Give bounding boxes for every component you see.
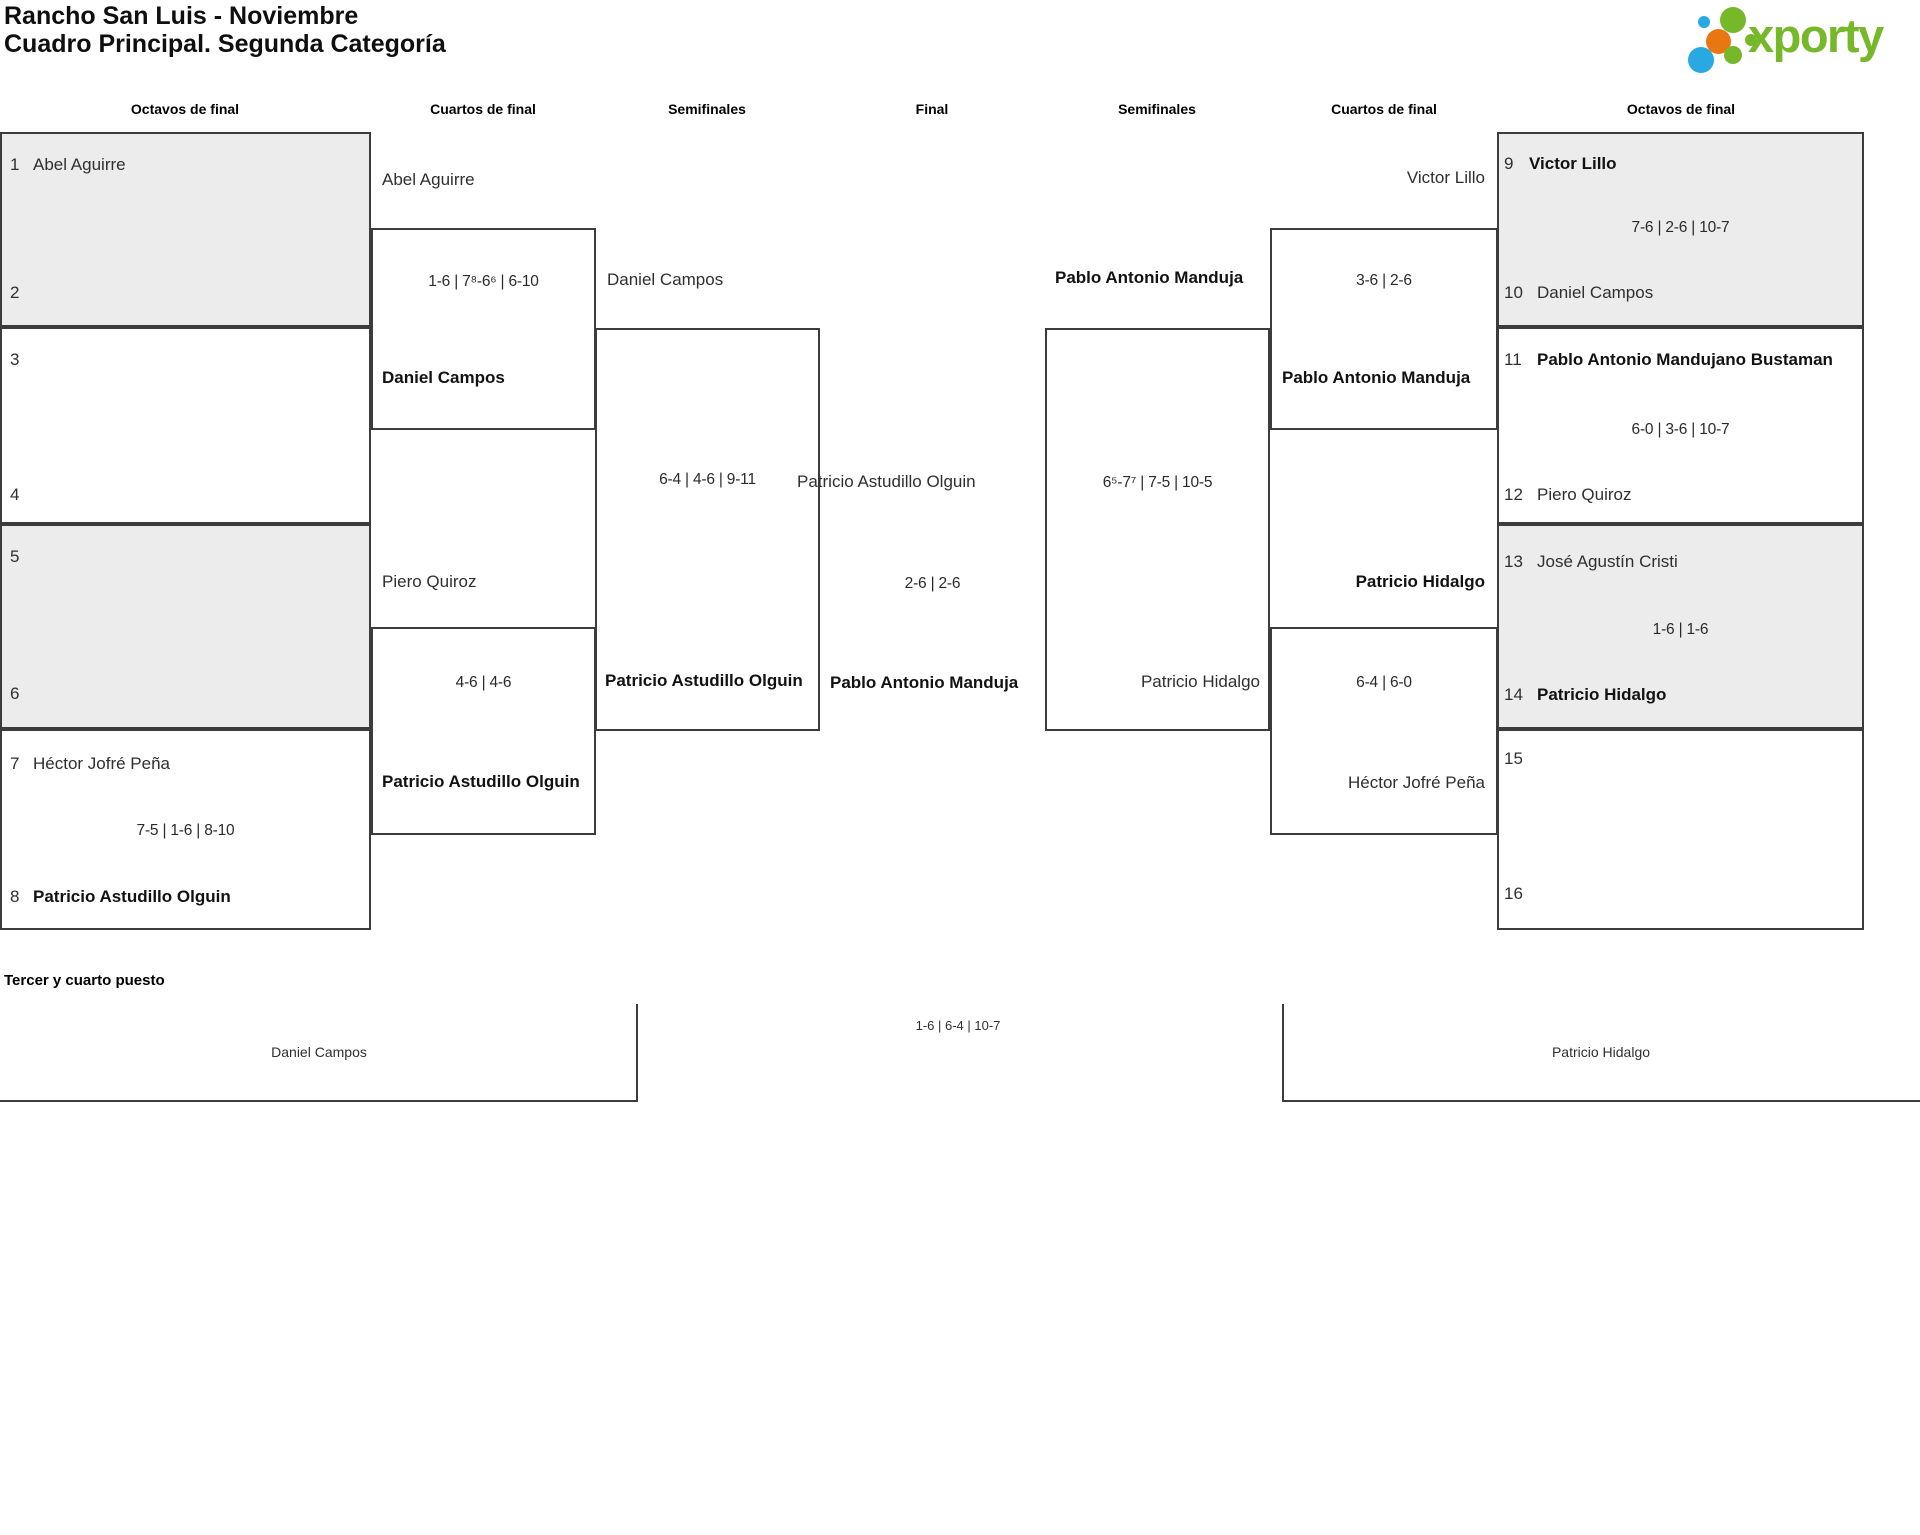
match-score: 4-6 | 4-6 [455,674,512,691]
player-name: Héctor Jofré Peña [1347,773,1485,792]
player-name: José Agustín Cristi [1537,552,1678,571]
round-header-qf-left: Cuartos de final [430,101,536,117]
match-box-r16-r4 [1497,729,1864,930]
seed-number: 8 [10,887,20,906]
player-name: Héctor Jofré Peña [33,754,171,773]
match-score: 6-0 | 3-6 | 10-7 [1631,421,1730,438]
seed-number: 15 [1504,749,1523,768]
player-name: Daniel Campos [1537,283,1654,302]
player-name: Abel Aguirre [33,155,126,174]
match-box-qf-r1 [1270,228,1498,430]
seed-number: 9 [1504,154,1514,173]
seed-number: 6 [10,684,20,703]
player-name-winner: Patricio Hidalgo [1355,572,1485,591]
seed-number: 16 [1504,884,1523,903]
player-name: Daniel Campos [607,270,724,289]
player-name-winner: Daniel Campos [382,368,505,387]
logo-dot-green-small [1745,34,1757,46]
seed-number: 3 [10,350,20,369]
match-score: 7-6 | 2-6 | 10-7 [1631,219,1730,236]
third-place-line-left [0,1100,638,1102]
match-box-r16-l3 [0,524,371,729]
page-title-line1: Rancho San Luis - Noviembre [4,2,359,30]
final-winner: Pablo Antonio Manduja [830,673,1019,692]
player-name: Patricio Hidalgo [1140,672,1260,691]
match-box-qf-r2 [1270,627,1498,835]
third-place-score: 1-6 | 6-4 | 10-7 [915,1018,1001,1033]
match-box-qf-l1 [371,228,596,430]
seed-number: 10 [1504,283,1523,302]
third-place-line-right [1282,1100,1920,1102]
match-score: 1-6 | 1-6 [1652,621,1709,638]
player-name: Piero Quiroz [382,572,477,591]
player-name-winner: Patricio Astudillo Olguin [605,671,803,690]
seed-number: 1 [10,155,20,174]
seed-number: 2 [10,283,20,302]
final-player1: Patricio Astudillo Olguin [797,472,976,491]
third-place-heading: Tercer y cuarto puesto [4,972,165,989]
match-box-r16-r1 [1497,132,1864,327]
player-name-winner: Pablo Antonio Mandujano Bustaman [1537,350,1833,369]
seed-number: 12 [1504,485,1523,504]
round-header-r16-right: Octavos de final [1626,101,1736,117]
seed-number: 11 [1504,350,1522,369]
match-box-qf-l2 [371,627,596,835]
match-box-sf-left [595,328,820,731]
third-place-riser-left [636,1004,638,1102]
round-header-r16-left: Octavos de final [130,101,240,117]
player-name: Victor Lillo [1406,168,1485,187]
third-place-riser-right [1282,1004,1284,1102]
player-name-winner: Patricio Astudillo Olguin [382,772,580,791]
match-score: 6-4 | 6-0 [1356,674,1412,691]
match-score: 6-4 | 4-6 | 9-11 [659,471,756,488]
round-header-qf-right: Cuartos de final [1331,101,1437,117]
player-name-winner: Victor Lillo [1529,154,1617,173]
match-box-r16-r2 [1497,327,1864,524]
third-place-player-right: Patricio Hidalgo [1551,1044,1651,1060]
seed-number: 5 [10,547,20,566]
match-box-r16-r3 [1497,524,1864,729]
logo-dot-green-large [1720,7,1746,33]
third-place-player-left: Daniel Campos [271,1044,367,1060]
page-title-line2: Cuadro Principal. Segunda Categoría [4,30,446,58]
logo-dot-blue-small [1698,16,1710,28]
match-box-sf-right [1045,328,1270,731]
player-name-winner: Pablo Antonio Manduja [1282,368,1471,387]
match-box-r16-l2 [0,327,371,524]
round-header-final: Final [915,101,949,117]
match-score: 7-5 | 1-6 | 8-10 [136,822,235,839]
seed-number: 4 [10,485,20,504]
match-score: 1-6 | 7⁸-6⁶ | 6-10 [428,273,539,290]
logo-dot-blue-large [1688,47,1714,73]
seed-number: 7 [10,754,20,773]
player-name: Piero Quiroz [1537,485,1632,504]
match-score: 3-6 | 2-6 [1356,272,1412,289]
match-score: 6⁵-7⁷ | 7-5 | 10-5 [1102,474,1213,491]
round-header-sf-left: Semifinales [668,101,746,117]
match-box-r16-l4 [0,729,371,930]
final-score: 2-6 | 2-6 [904,575,961,592]
round-header-sf-right: Semifinales [1118,101,1196,117]
player-name-winner: Patricio Hidalgo [1537,685,1667,704]
match-box-r16-l1 [0,132,371,327]
seed-number: 14 [1504,685,1523,704]
player-name-winner: Pablo Antonio Manduja [1055,268,1244,287]
seed-number: 13 [1504,552,1523,571]
logo-wordmark: xporty [1748,9,1884,62]
player-name-winner: Patricio Astudillo Olguin [33,887,231,906]
logo-dot-green-medium [1724,46,1742,64]
player-name: Abel Aguirre [382,170,475,189]
